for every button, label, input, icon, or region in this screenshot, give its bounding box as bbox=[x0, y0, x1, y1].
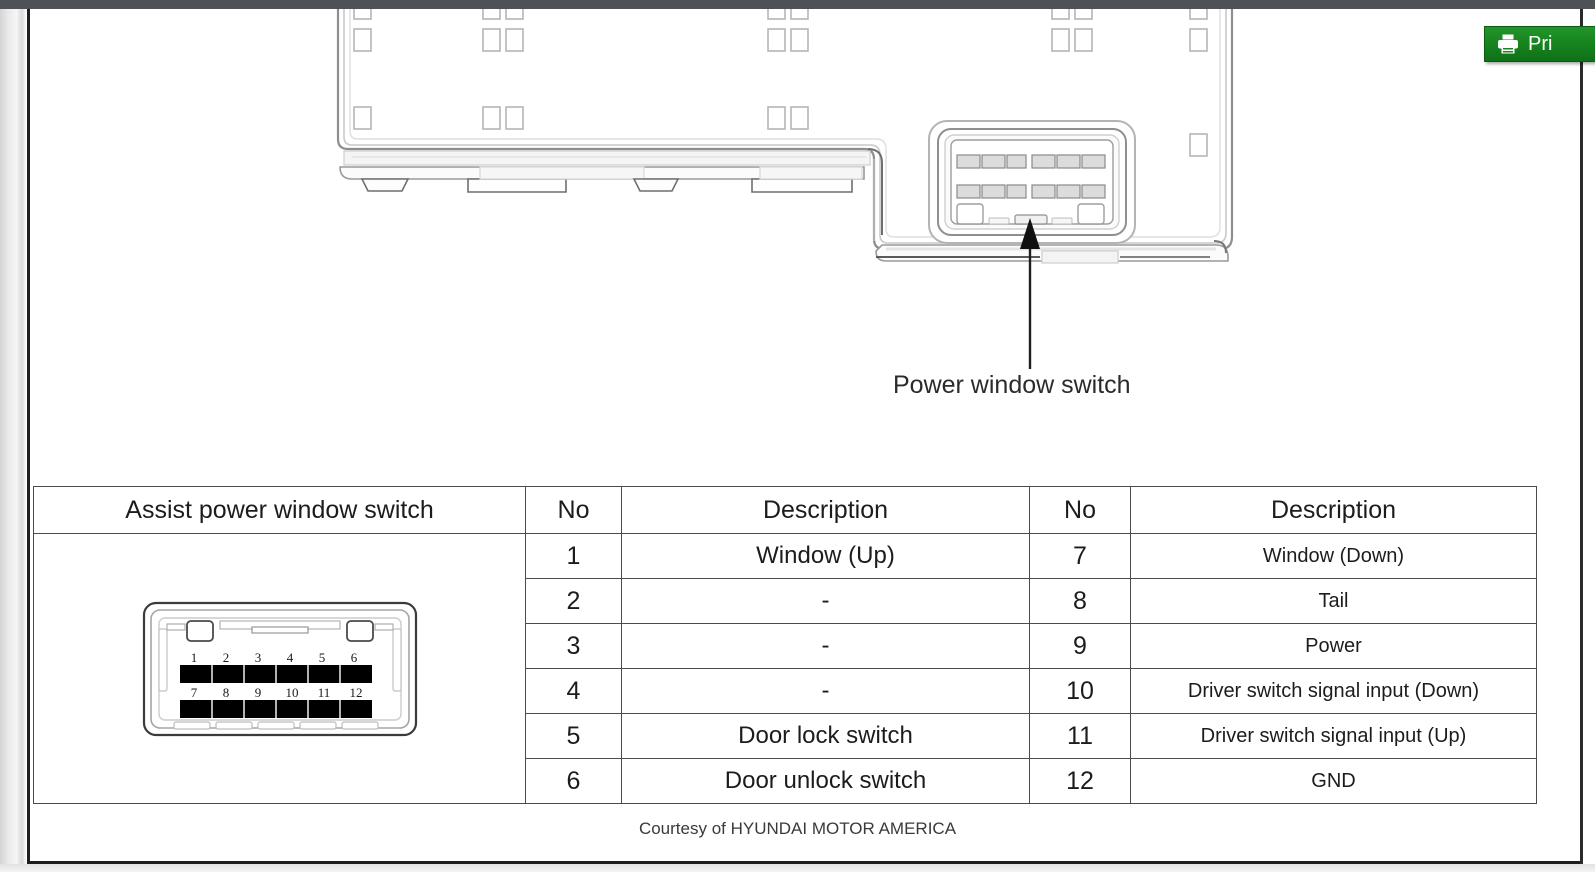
pin-no-left: 4 bbox=[525, 668, 622, 714]
connector-illustration-cell: 1 2 3 4 5 6 bbox=[33, 533, 526, 804]
pin-no-left: 6 bbox=[525, 758, 622, 804]
svg-text:1: 1 bbox=[190, 650, 197, 665]
table-row: 2 - 8 Tail bbox=[34, 578, 1537, 624]
header-description-left: Description bbox=[621, 486, 1030, 534]
app-top-bar bbox=[0, 0, 1595, 9]
connector-face-drawing: 1 2 3 4 5 6 bbox=[142, 601, 417, 736]
page-gutter-left bbox=[0, 9, 18, 872]
printer-icon bbox=[1498, 34, 1518, 54]
pin-desc-left: Window (Up) bbox=[621, 533, 1030, 579]
connector-bottom-pin-numbers: 7 8 9 10 11 12 bbox=[190, 685, 362, 700]
page-border-left bbox=[27, 9, 30, 864]
pin-desc-left: - bbox=[621, 623, 1030, 669]
pin-no-left: 2 bbox=[525, 578, 622, 624]
page-gutter-bottom bbox=[0, 864, 1595, 872]
pin-no-right: 9 bbox=[1029, 623, 1131, 669]
svg-text:10: 10 bbox=[285, 685, 298, 700]
table-row: 3 - 9 Power bbox=[34, 623, 1537, 669]
pin-desc-right: Tail bbox=[1130, 578, 1537, 624]
pin-desc-left: - bbox=[621, 668, 1030, 714]
pin-no-left: 3 bbox=[525, 623, 622, 669]
pin-desc-right: Driver switch signal input (Up) bbox=[1130, 713, 1537, 759]
print-button[interactable]: Pri bbox=[1484, 26, 1595, 62]
table-row: 6 Door unlock switch 12 GND bbox=[34, 758, 1537, 804]
svg-text:7: 7 bbox=[190, 685, 197, 700]
pin-no-left: 1 bbox=[525, 533, 622, 579]
pin-desc-left: - bbox=[621, 578, 1030, 624]
courtesy-footer: Courtesy of HYUNDAI MOTOR AMERICA bbox=[638, 819, 957, 838]
pin-desc-left: Door lock switch bbox=[621, 713, 1030, 759]
svg-text:8: 8 bbox=[222, 685, 229, 700]
header-description-right: Description bbox=[1130, 486, 1537, 534]
table-header-row: Assist power window switch No Descriptio… bbox=[33, 486, 1537, 534]
svg-text:4: 4 bbox=[286, 650, 293, 665]
print-button-label: Pri bbox=[1528, 32, 1553, 55]
pin-desc-right: Window (Down) bbox=[1130, 533, 1537, 579]
pin-no-right: 11 bbox=[1029, 713, 1131, 759]
page-border-right bbox=[1580, 9, 1583, 864]
pin-no-right: 7 bbox=[1029, 533, 1131, 579]
callout-arrow bbox=[1020, 218, 1040, 369]
svg-text:5: 5 bbox=[318, 650, 325, 665]
svg-text:3: 3 bbox=[254, 650, 261, 665]
table-row: 1 2 3 4 5 6 bbox=[33, 533, 1537, 804]
pin-desc-right: Driver switch signal input (Down) bbox=[1130, 668, 1537, 714]
table-row: 4 - 10 Driver switch signal input (Down) bbox=[34, 668, 1537, 714]
svg-text:12: 12 bbox=[349, 685, 362, 700]
svg-text:2: 2 bbox=[222, 650, 229, 665]
page-edge-left-shadow bbox=[17, 9, 27, 864]
svg-text:9: 9 bbox=[254, 685, 261, 700]
door-panel-illustration bbox=[336, 9, 1234, 369]
header-connector-name: Assist power window switch bbox=[33, 486, 526, 534]
header-no-right: No bbox=[1029, 486, 1131, 534]
table-row: 5 Door lock switch 11 Driver switch sign… bbox=[34, 713, 1537, 759]
svg-text:11: 11 bbox=[317, 685, 330, 700]
pin-desc-right: GND bbox=[1130, 758, 1537, 804]
header-no-left: No bbox=[525, 486, 622, 534]
pin-no-right: 10 bbox=[1029, 668, 1131, 714]
svg-text:6: 6 bbox=[350, 650, 357, 665]
pin-no-right: 8 bbox=[1029, 578, 1131, 624]
pin-desc-right: Power bbox=[1130, 623, 1537, 669]
document-sheet: Power window switch Assist power window … bbox=[0, 9, 1595, 872]
pinout-table: Assist power window switch No Descriptio… bbox=[33, 486, 1537, 804]
pin-no-right: 12 bbox=[1029, 758, 1131, 804]
pin-no-left: 5 bbox=[525, 713, 622, 759]
connector-bottom-pin-slots bbox=[179, 699, 372, 718]
page-border-bottom bbox=[27, 861, 1583, 864]
power-window-switch-connector-detail bbox=[928, 120, 1136, 244]
connector-top-pin-numbers: 1 2 3 4 5 6 bbox=[190, 650, 357, 665]
connector-top-pin-slots bbox=[179, 664, 372, 683]
pin-desc-left: Door unlock switch bbox=[621, 758, 1030, 804]
callout-label: Power window switch bbox=[893, 371, 1131, 399]
